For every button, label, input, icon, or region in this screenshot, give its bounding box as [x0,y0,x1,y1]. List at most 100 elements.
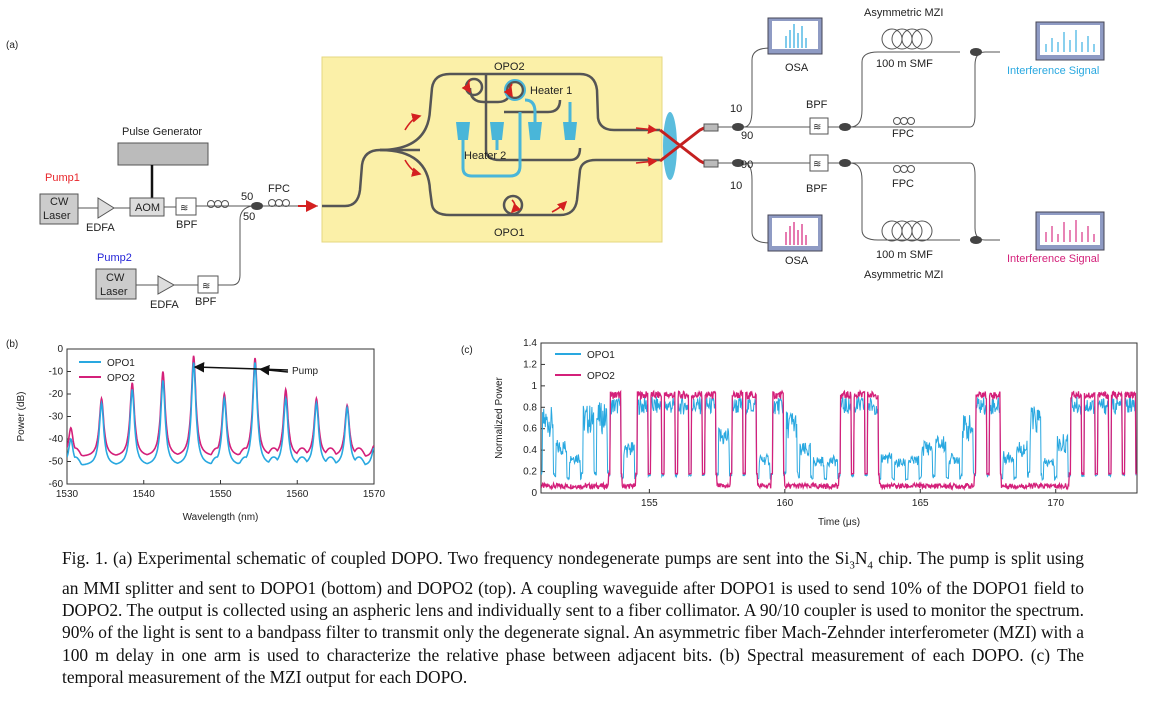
legend-label: OPO1 [587,350,615,361]
split-90-bottom: 90 [741,159,753,171]
y-tick-label: -10 [49,367,64,378]
y-tick-label: -40 [49,434,64,445]
x-tick-label: 1530 [56,489,79,500]
circulation-arrows [404,79,658,214]
bpf-1-label: BPF [176,219,198,231]
pulse-generator-label: Pulse Generator [122,126,202,138]
fpc-2-paddles [268,199,290,207]
x-tick-label: 1560 [286,489,309,500]
pump-annotation: Pump [292,366,319,377]
collimator-bottom [703,159,719,168]
figure-caption: Fig. 1. (a) Experimental schematic of co… [62,547,1084,688]
caption-line1-b: N [854,548,868,568]
osa-monitor-top [767,17,823,55]
smf-spool-top [881,28,933,50]
pump-arrow-1 [193,362,289,373]
y-tick-label: 1.2 [523,359,537,370]
bpf-4-glyph: ≋ [813,159,821,170]
series-line-opo2 [67,355,374,457]
x-tick-label: 165 [912,498,929,509]
legend-label: OPO2 [587,371,615,382]
coupler-50b: 50 [243,211,255,223]
fpc-4-paddles [893,165,915,173]
panel-label-b: (b) [6,339,18,350]
pulse-generator-box [117,142,209,166]
caption-line1-c: chip. [872,548,913,568]
bpf-4-box [809,154,829,172]
output-beams [659,126,705,165]
heater1-label: Heater 1 [530,85,572,97]
x-axis-label: Wavelength (nm) [183,512,259,523]
bpf-2-glyph: ≋ [202,281,210,292]
mzi-top-label: Asymmetric MZI [864,7,943,19]
caption-sub-4: 4 [867,559,873,572]
x-tick-label: 155 [641,498,658,509]
fpc-3-paddles [893,117,915,125]
coupler-90-10-bottom [732,159,744,167]
cw-laser-1-line1: CW [50,196,69,208]
bpf-4-label: BPF [806,183,828,195]
edfa-2-label: EDFA [150,299,179,311]
x-tick-label: 1570 [363,489,386,500]
series-line-opo1 [541,395,1137,482]
fiber [218,205,253,286]
cw-laser-2 [95,268,137,300]
osa-monitor-bottom [767,214,823,252]
aspheric-lens [663,112,677,180]
x-axis-label: Time (μs) [818,517,860,528]
legend-label: OPO2 [107,373,135,384]
pump2-label: Pump2 [97,252,132,264]
plot-frame [540,342,1138,494]
opo2-label: OPO2 [494,61,525,73]
interference-monitor-top [1035,21,1105,61]
y-tick-label: 0.2 [523,467,537,478]
y-tick-label: 0 [57,344,63,355]
cw-laser-1 [39,193,79,225]
x-tick-label: 1540 [133,489,156,500]
panel-label-c: (c) [461,345,473,356]
y-tick-label: 0.4 [523,445,537,456]
interference-bottom-label: Interference Signal [1007,253,1099,265]
y-axis-label: Power (dB) [16,391,27,441]
edfa-1-symbol [97,197,115,219]
fpc-2-label: FPC [268,183,290,195]
output-fibers [718,47,1000,244]
smf-bottom-label: 100 m SMF [876,249,933,261]
aom-label: AOM [135,202,160,214]
heater-pads [456,122,577,140]
interference-monitor-bottom [1035,211,1105,251]
y-tick-label: 0.6 [523,424,537,435]
y-tick-label: 1.4 [523,338,537,349]
coupler-50-50 [251,202,263,210]
mzi-splitter-bottom [839,159,851,167]
legend-label: OPO1 [107,358,135,369]
y-tick-label: -20 [49,389,64,400]
x-tick-label: 160 [776,498,793,509]
fpc-3-label: FPC [892,128,914,140]
x-tick-label: 170 [1047,498,1064,509]
split-90-top: 90 [741,130,753,142]
interference-top-label: Interference Signal [1007,65,1099,77]
series-line-opo2 [541,389,1137,492]
bpf-3-box [809,117,829,135]
caption-sub-3: 3 [849,559,855,572]
edfa-2-symbol [157,275,176,295]
coupler-90-10-top [732,123,744,131]
y-tick-label: -60 [49,479,64,490]
pump-arrow-2 [258,364,289,376]
caption-line1-a: Fig. 1. (a) Experimental schematic of co… [62,548,850,568]
mzi-splitter-top [839,123,851,131]
split-10-bottom: 10 [730,180,742,192]
bpf-1-glyph: ≋ [180,203,188,214]
heater2-label: Heater 2 [464,150,506,162]
coupler-50a: 50 [241,191,253,203]
osa-top-label: OSA [785,62,809,74]
opo1-label: OPO1 [494,227,525,239]
osa-bottom-label: OSA [785,255,809,267]
plot-frame [66,348,375,485]
pump1-label: Pump1 [45,172,80,184]
fpc-1-paddles [207,200,229,208]
x-tick-label: 1550 [209,489,232,500]
y-tick-label: 1 [531,381,537,392]
